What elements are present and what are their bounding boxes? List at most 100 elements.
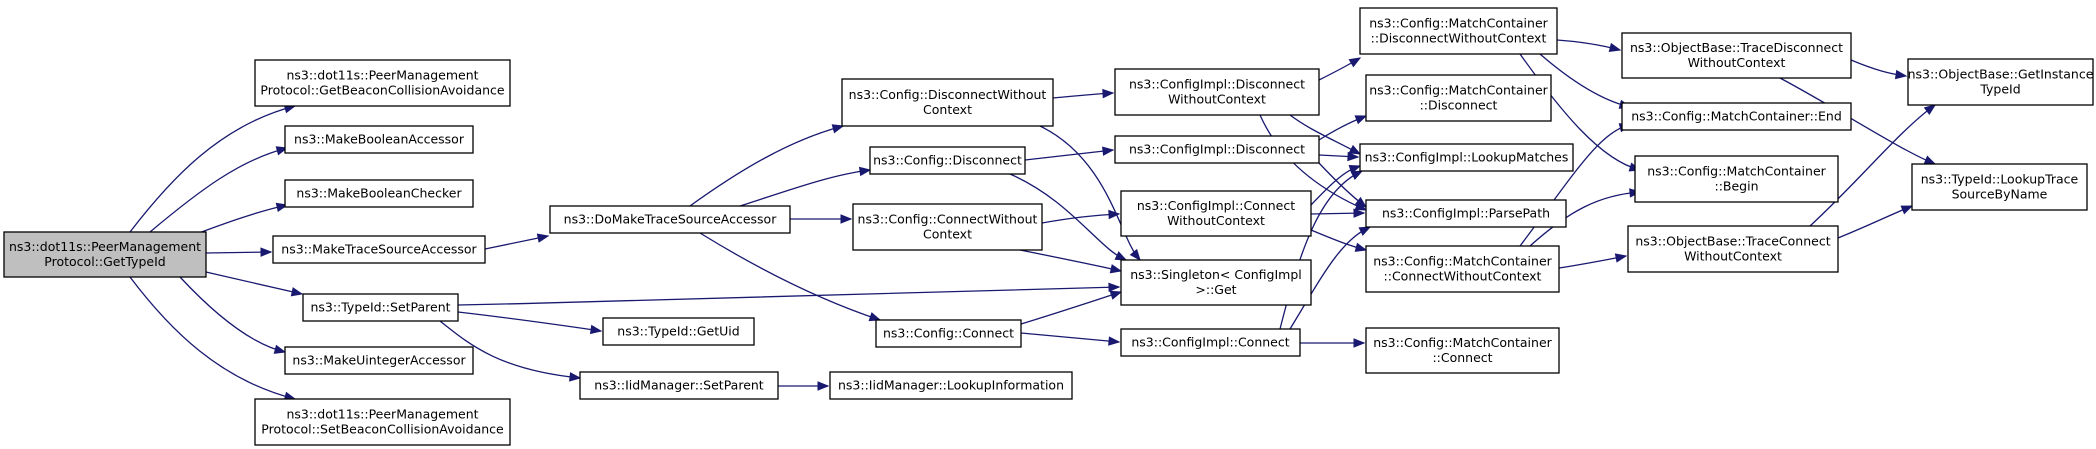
- node-mcEnd[interactable]: ns3::Config::MatchContainer::End: [1621, 102, 1852, 131]
- node-cfgConn[interactable]: ns3::Config::Connect: [875, 319, 1022, 348]
- node-label: ns3::TypeId::LookupTrace: [1921, 172, 2079, 187]
- edge-line: [149, 147, 288, 233]
- node-box: [1359, 143, 1574, 172]
- node-root[interactable]: ns3::dot11s::PeerManagementProtocol::Get…: [3, 231, 207, 278]
- edge-line: [129, 276, 296, 400]
- edge-arrowhead: [1108, 336, 1121, 346]
- edge-line: [1529, 191, 1641, 247]
- node-box: [1120, 190, 1312, 237]
- node-obTraceConn[interactable]: ns3::ObjectBase::TraceConnectWithoutCont…: [1627, 225, 1839, 273]
- node-label: ns3::IidManager::LookupInformation: [838, 378, 1064, 393]
- node-mcConnWO[interactable]: ns3::Config::MatchContainer::ConnectWith…: [1365, 245, 1560, 293]
- node-makeTraceAcc[interactable]: ns3::MakeTraceSourceAccessor: [272, 235, 486, 264]
- edge-arrowhead: [840, 214, 853, 224]
- node-parsePath[interactable]: ns3::ConfigImpl::ParsePath: [1365, 199, 1567, 228]
- node-box: [284, 179, 474, 208]
- edge-line: [457, 311, 602, 332]
- node-box: [869, 146, 1026, 175]
- node-label: ns3::ConfigImpl::Disconnect: [1129, 77, 1305, 92]
- node-label: ns3::ConfigImpl::Connect: [1131, 335, 1289, 350]
- edge-arrowhead: [275, 202, 289, 212]
- node-makeUintAcc[interactable]: ns3::MakeUintegerAccessor: [284, 346, 474, 375]
- node-label: Protocol::GetTypeId: [44, 254, 165, 269]
- edge-doMake-to-cfgDiscWO: [689, 124, 845, 207]
- node-getUid[interactable]: ns3::TypeId::GetUid: [602, 317, 755, 346]
- edge-line: [1259, 114, 1367, 211]
- node-label: ns3::ObjectBase::TraceDisconnect: [1630, 40, 1843, 55]
- node-label: ns3::Config::MatchContainer::End: [1631, 109, 1842, 124]
- node-mcDisc[interactable]: ns3::Config::MatchContainer::Disconnect: [1365, 74, 1552, 122]
- node-box: [284, 346, 474, 375]
- node-label: WithoutContext: [1684, 249, 1782, 264]
- edge-line: [1039, 125, 1141, 261]
- edge-implConn-to-parsePath: [1289, 226, 1372, 330]
- edge-line: [1020, 291, 1122, 325]
- edge-root-to-setParent: [205, 271, 304, 297]
- edge-line: [1020, 332, 1120, 343]
- edge-mcDiscWO-to-obTraceDisc: [1556, 39, 1622, 52]
- edge-mcDiscWO-to-mcEnd: [1539, 53, 1632, 109]
- node-implConn[interactable]: ns3::ConfigImpl::Connect: [1120, 328, 1301, 357]
- edge-line: [699, 232, 881, 321]
- node-box: [302, 293, 459, 322]
- node-mcBegin[interactable]: ns3::Config::MatchContainer::Begin: [1634, 155, 1839, 203]
- node-label: TypeId: [1979, 82, 2020, 97]
- node-box: [1621, 32, 1852, 79]
- node-singleton[interactable]: ns3::Singleton< ConfigImpl>::Get: [1120, 259, 1312, 306]
- edge-arrowhead: [273, 344, 287, 354]
- node-makeBoolChk[interactable]: ns3::MakeBooleanChecker: [284, 179, 474, 208]
- node-label: ns3::DoMakeTraceSourceAccessor: [564, 212, 778, 227]
- node-makeBoolAcc[interactable]: ns3::MakeBooleanAccessor: [284, 125, 474, 154]
- edge-doMake-to-cfgDisc: [739, 166, 872, 207]
- edge-arrowhead: [817, 381, 830, 391]
- edge-doMake-to-cfgConn: [699, 232, 882, 322]
- node-label: ::DisconnectWithoutContext: [1371, 31, 1547, 46]
- edge-arrowhead: [1109, 264, 1123, 274]
- node-box: [254, 59, 511, 107]
- node-cfgConnWO[interactable]: ns3::Config::ConnectWithoutContext: [852, 203, 1043, 251]
- edge-implConnWO-to-lookupMatches: [1310, 165, 1362, 206]
- node-setParent[interactable]: ns3::TypeId::SetParent: [302, 293, 459, 322]
- node-obTraceDisc[interactable]: ns3::ObjectBase::TraceDisconnectWithoutC…: [1621, 32, 1852, 79]
- node-implDiscWO[interactable]: ns3::ConfigImpl::DisconnectWithoutContex…: [1114, 68, 1320, 116]
- node-label: ns3::MakeUintegerAccessor: [292, 353, 466, 368]
- node-mcConn[interactable]: ns3::Config::MatchContainer::Connect: [1365, 327, 1560, 374]
- node-iidSetParent[interactable]: ns3::IidManager::SetParent: [579, 371, 779, 400]
- edge-cfgDiscWO-to-singleton: [1039, 125, 1141, 262]
- edge-line: [1837, 205, 1913, 239]
- node-box: [829, 371, 1073, 400]
- node-doMake[interactable]: ns3::DoMakeTraceSourceAccessor: [549, 205, 791, 234]
- node-label: SourceByName: [1952, 187, 2048, 202]
- edge-line: [689, 125, 844, 207]
- node-implConnWO[interactable]: ns3::ConfigImpl::ConnectWithoutContext: [1120, 190, 1312, 237]
- node-cfgDiscWO[interactable]: ns3::Config::DisconnectWithoutContext: [841, 78, 1054, 127]
- node-mcDiscWO[interactable]: ns3::Config::MatchContainer::DisconnectW…: [1359, 7, 1558, 55]
- edge-cfgDiscWO-to-implDiscWO: [1052, 88, 1115, 99]
- edge-doMake-to-cfgConnWO: [790, 214, 853, 224]
- node-lookupMatches[interactable]: ns3::ConfigImpl::LookupMatches: [1359, 143, 1574, 172]
- edge-iidSetParent-to-lookupInfo: [778, 381, 830, 391]
- edge-implDiscWO-to-lookupMatches: [1289, 114, 1362, 155]
- node-setBeacon[interactable]: ns3::dot11s::PeerManagementProtocol::Set…: [254, 398, 511, 446]
- node-label: ns3::dot11s::PeerManagement: [286, 68, 478, 83]
- node-box: [1114, 135, 1320, 164]
- edge-setParent-to-singleton: [457, 282, 1121, 306]
- edge-line: [1289, 226, 1371, 330]
- node-label: ns3::MakeTraceSourceAccessor: [281, 242, 477, 257]
- node-label: ::Begin: [1714, 179, 1758, 194]
- node-box: [1365, 199, 1567, 228]
- edge-root-to-makeBoolAcc: [149, 146, 289, 233]
- node-label: ns3::Config::ConnectWithout: [858, 212, 1038, 227]
- node-box: [1120, 328, 1301, 357]
- edge-arrowhead: [1348, 165, 1362, 174]
- node-cfgDisc[interactable]: ns3::Config::Disconnect: [869, 146, 1026, 175]
- node-label: ns3::dot11s::PeerManagement: [286, 407, 478, 422]
- node-implDisc[interactable]: ns3::ConfigImpl::Disconnect: [1114, 135, 1320, 164]
- node-box: [841, 78, 1054, 127]
- node-getBeacon[interactable]: ns3::dot11s::PeerManagementProtocol::Get…: [254, 59, 511, 107]
- node-lookupInfo[interactable]: ns3::IidManager::LookupInformation: [829, 371, 1073, 400]
- node-label: Context: [923, 227, 972, 242]
